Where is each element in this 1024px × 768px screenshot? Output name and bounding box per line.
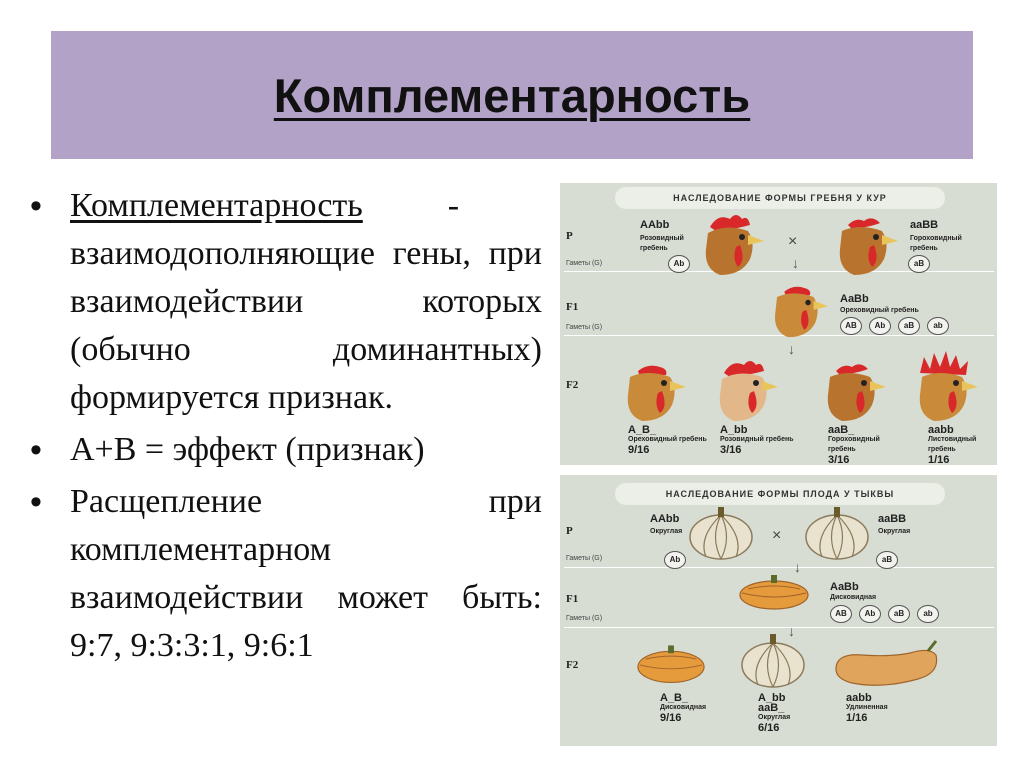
row-label-f2: F2 [566,379,579,391]
row-label-gametes: Гаметы (G) [566,615,603,622]
genotype: AaBb [830,581,859,593]
bullet-item: • Комплементарность - взаимодополняющие г… [30,182,542,422]
phenotype: Розовидный гребень [640,235,684,252]
phenotype: Округлая [878,528,911,535]
bullet-marker: • [30,483,42,521]
gamete-circle: aB [888,605,910,623]
gamete-circle: aB [908,255,930,273]
genotype: AAbb [640,219,670,231]
f2-phenotype: aabb Листовидный гребень 1/16 [928,424,977,466]
row-label-gametes: Гаметы (G) [566,555,603,562]
bullet-item: • Расщепление при комплементарном взаимо… [30,478,542,670]
pumpkin-elongated-icon [835,640,938,686]
pumpkin-round-icon [805,507,869,560]
definition-text: взаимодополняющие гены, при взаимодейств… [70,235,542,416]
arrow-down-icon: ↓ [792,255,799,271]
phenotype: Ореховидный гребень [840,307,919,314]
pumpkin-round-icon [689,507,753,560]
genetics-illustration: Наследование формы гребня у кур P Гаметы… [560,183,997,746]
bullet-item: • A+B = эффект (признак) [30,426,542,474]
phenotype: Дисковидная [830,594,877,601]
gamete-circle: ab [917,605,939,623]
gamete-circle: Ab [869,317,891,335]
row-label-gametes: Гаметы (G) [566,260,603,267]
genotype: aaBB [910,219,939,231]
arrow-down-icon: ↓ [788,341,795,357]
gamete-circle: Ab [859,605,881,623]
chicken-panel: Наследование формы гребня у кур P Гаметы… [560,183,997,466]
bullet-marker: • [30,187,42,225]
f2-phenotype: aabb Удлиненная 1/16 [846,692,888,724]
f2-phenotype: A_B_ Дисковидная 9/16 [660,692,707,724]
row-label-f1: F1 [566,301,579,313]
gamete-circle: ab [927,317,949,335]
dash: - [447,187,460,224]
pumpkin-disc-icon [637,645,705,683]
divider [564,567,994,568]
bullet-list: • Комплементарность - взаимодополняющие г… [30,182,542,674]
f2-phenotype: A_bb aaB_ Округлая 6/16 [758,692,791,734]
cross-symbol: × [788,233,798,250]
f2-phenotype: A_bb Розовидный гребень 3/16 [720,424,794,456]
genotype: AaBb [840,293,869,305]
phenotype: Гороховидный гребень [910,235,962,252]
rooster-rose-comb-icon [705,215,764,275]
pumpkin-disc-icon [739,575,809,610]
formula-text: A+B = эффект (признак) [70,431,425,468]
slide-title: Комплементарность [273,68,751,122]
ratio-text: Расщепление при комплементарном взаимоде… [70,483,542,664]
divider [564,271,994,272]
gamete-circle: AB [830,605,852,623]
f2-phenotype: aaB_ Гороховидный гребень 3/16 [828,424,880,466]
phenotype: Округлая [650,528,683,535]
pumpkin-round-icon [741,634,805,688]
row-label-p: P [566,525,573,537]
gamete-circle: aB [898,317,920,335]
rooster-single-comb-icon [919,351,978,421]
title-bar: Комплементарность [51,31,973,159]
gamete-circle: Ab [668,255,690,273]
pumpkin-panel: Наследование формы плода у тыквы P Гамет… [560,475,997,746]
chicken-panel-header: Наследование формы гребня у кур [615,187,945,209]
rooster-rose-comb-icon [719,361,778,421]
bullet-marker: • [30,431,42,469]
gamete-circle: Ab [664,551,686,569]
gamete-circle: aB [876,551,898,569]
cross-symbol: × [772,527,782,544]
row-label-gametes: Гаметы (G) [566,324,603,331]
genotype: AAbb [650,513,680,525]
rooster-walnut-comb-icon [627,365,686,421]
row-label-p: P [566,230,573,242]
arrow-down-icon: ↓ [788,623,795,639]
genotype: aaBB [878,513,907,525]
arrow-down-icon: ↓ [794,559,801,575]
row-label-f1: F1 [566,593,579,605]
f2-phenotype: A_B_ Ореховидный гребень 9/16 [628,424,707,456]
row-label-f2: F2 [566,659,579,671]
rooster-pea-comb-icon [839,218,898,275]
term: Комплементарность [70,187,363,224]
divider [564,627,994,628]
rooster-pea-comb-icon [827,364,886,421]
rooster-walnut-comb-icon [775,286,829,338]
divider [564,335,994,336]
gamete-circle: AB [840,317,862,335]
pumpkin-panel-header: Наследование формы плода у тыквы [615,483,945,505]
